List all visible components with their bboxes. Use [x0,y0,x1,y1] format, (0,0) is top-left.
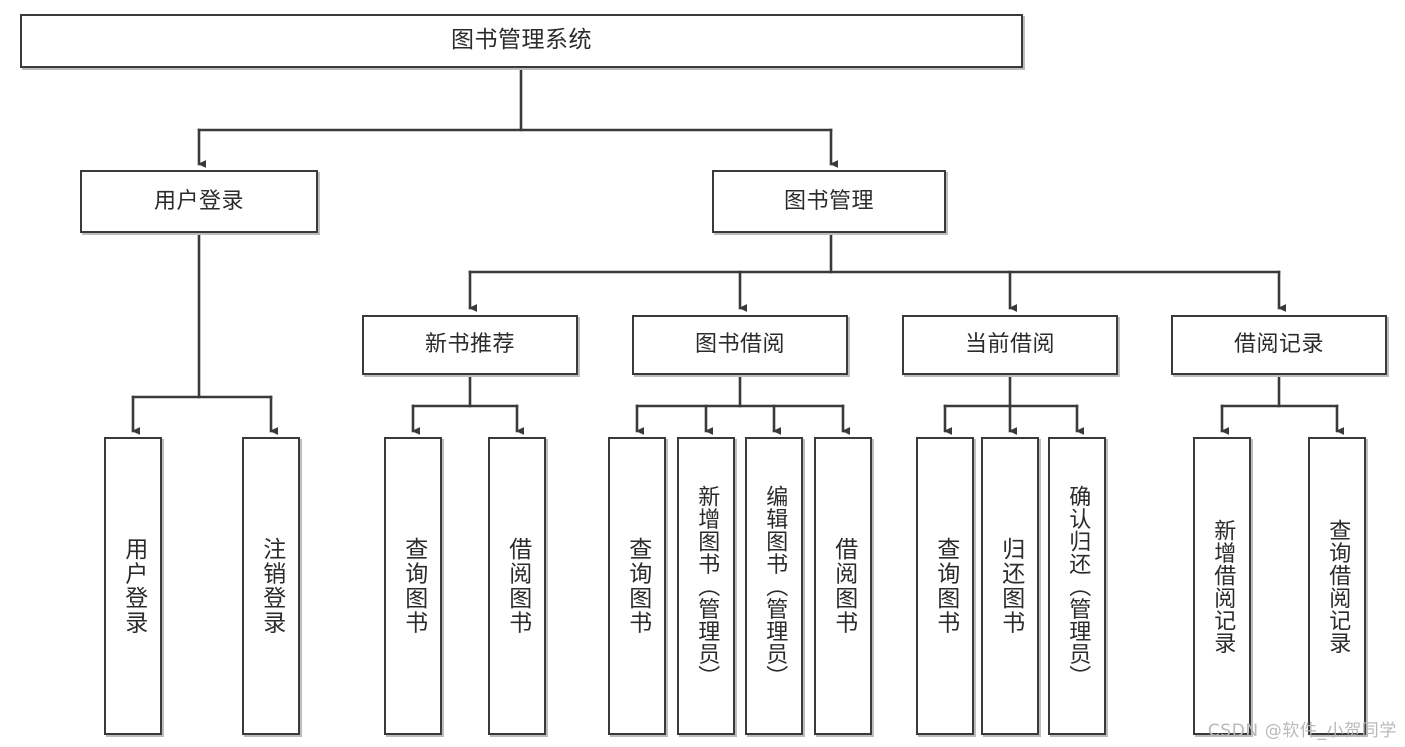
node-label: 归还图书 [997,537,1024,635]
node-book-borrow[interactable]: 图书借阅 [632,315,848,375]
node-label: 新书推荐 [424,332,515,358]
leaf-user-login-login[interactable]: 用户登录 [104,437,162,735]
leaf-book-borrow-edit[interactable]: 编辑图书（管理员） [745,437,803,735]
leaf-book-borrow-query[interactable]: 查询图书 [608,437,666,735]
node-label: 图书借阅 [694,332,785,358]
node-label: 当前借阅 [964,332,1055,358]
node-label: 查询图书 [932,537,959,635]
node-label: 编辑图书（管理员） [762,484,788,688]
node-book-management[interactable]: 图书管理 [712,170,946,233]
node-current-borrow[interactable]: 当前借阅 [902,315,1118,375]
node-label: 新增借阅记录 [1210,518,1236,654]
node-label: 注销登录 [258,537,285,635]
node-label: 用户登录 [153,188,244,214]
node-label: 图书管理系统 [451,27,592,54]
leaf-new-book-query[interactable]: 查询图书 [384,437,442,735]
leaf-book-borrow-add[interactable]: 新增图书（管理员） [677,437,735,735]
leaf-current-borrow-confirm-return[interactable]: 确认归还（管理员） [1048,437,1106,735]
node-label: 确认归还（管理员） [1065,484,1091,688]
leaf-borrow-record-query[interactable]: 查询借阅记录 [1308,437,1366,735]
leaf-borrow-record-add[interactable]: 新增借阅记录 [1193,437,1251,735]
node-borrow-record[interactable]: 借阅记录 [1171,315,1387,375]
node-label: 新增图书（管理员） [694,484,720,688]
leaf-user-login-logout[interactable]: 注销登录 [242,437,300,735]
leaf-new-book-borrow[interactable]: 借阅图书 [488,437,546,735]
node-label: 图书管理 [783,188,874,214]
node-label: 查询借阅记录 [1325,518,1351,654]
node-label: 用户登录 [120,537,147,635]
node-label: 借阅图书 [830,537,857,635]
node-user-login[interactable]: 用户登录 [80,170,318,233]
node-label: 查询图书 [624,537,651,635]
node-label: 借阅图书 [504,537,531,635]
leaf-current-borrow-query[interactable]: 查询图书 [916,437,974,735]
node-label: 查询图书 [400,537,427,635]
leaf-current-borrow-return[interactable]: 归还图书 [981,437,1039,735]
node-root-system[interactable]: 图书管理系统 [20,14,1023,68]
node-new-book-recommend[interactable]: 新书推荐 [362,315,578,375]
node-label: 借阅记录 [1233,332,1324,358]
leaf-book-borrow-borrow[interactable]: 借阅图书 [814,437,872,735]
